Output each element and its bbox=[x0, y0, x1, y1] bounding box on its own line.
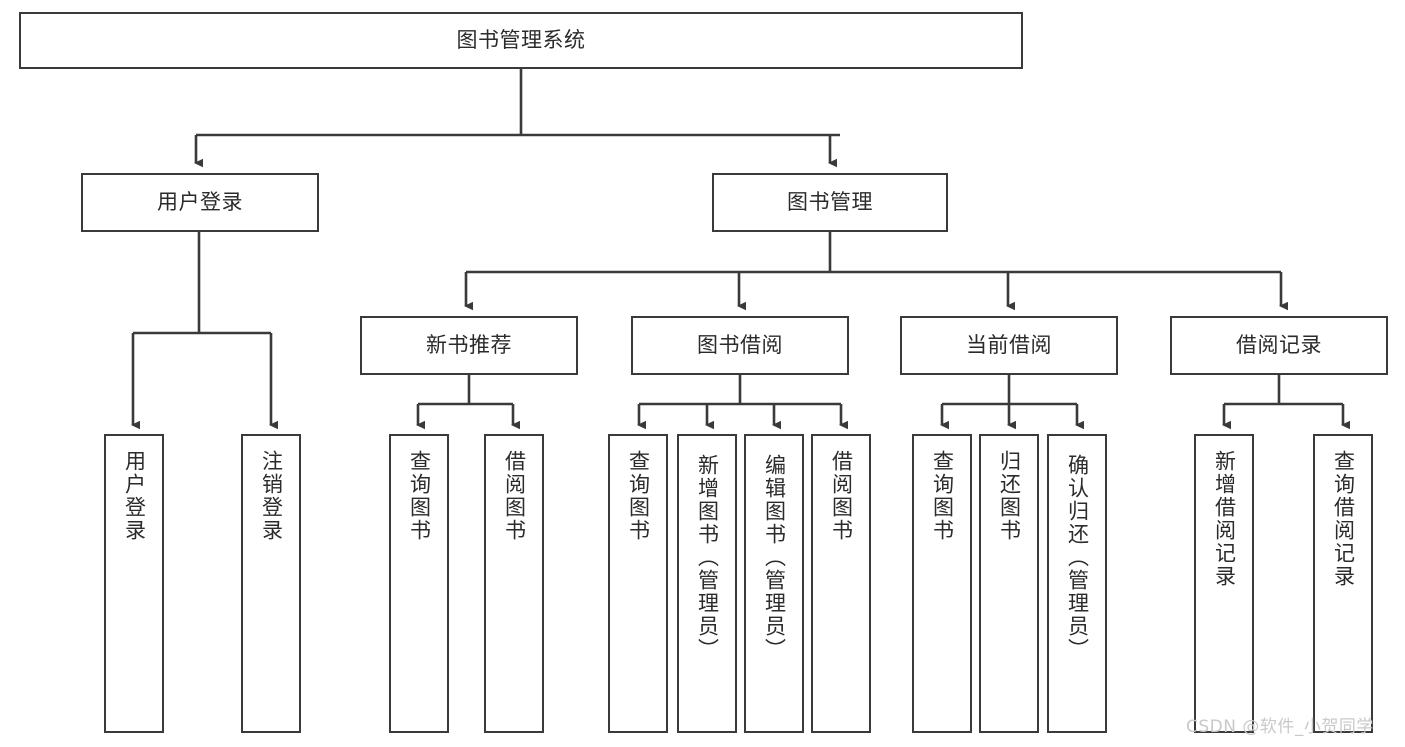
node-label: 用户登录 bbox=[122, 450, 147, 542]
leaf-confirm-return-admin[interactable]: 确认归还（管理员） bbox=[1047, 434, 1107, 733]
leaf-user-logout[interactable]: 注销登录 bbox=[241, 434, 301, 733]
leaf-query-book-current[interactable]: 查询图书 bbox=[912, 434, 972, 733]
leaf-add-book-admin[interactable]: 新增图书（管理员） bbox=[677, 434, 737, 733]
leaf-borrow-book-new[interactable]: 借阅图书 bbox=[484, 434, 544, 733]
leaf-edit-book-admin[interactable]: 编辑图书（管理员） bbox=[744, 434, 804, 733]
node-label: 查询图书 bbox=[407, 450, 432, 542]
watermark: CSDN @软件_小贺同学 bbox=[1186, 717, 1374, 737]
node-label: 编辑图书（管理员） bbox=[762, 454, 787, 661]
node-label: 借阅图书 bbox=[829, 450, 854, 542]
node-label: 借阅图书 bbox=[502, 450, 527, 542]
node-label: 查询图书 bbox=[930, 450, 955, 542]
node-new-book-recommend[interactable]: 新书推荐 bbox=[360, 316, 578, 375]
node-label: 注销登录 bbox=[259, 450, 284, 542]
node-root[interactable]: 图书管理系统 bbox=[19, 12, 1023, 69]
node-label: 当前借阅 bbox=[966, 333, 1052, 358]
leaf-query-book-borrow[interactable]: 查询图书 bbox=[608, 434, 668, 733]
node-label: 查询图书 bbox=[626, 450, 651, 542]
node-label: 新增图书（管理员） bbox=[695, 454, 720, 661]
leaf-query-borrow-record[interactable]: 查询借阅记录 bbox=[1313, 434, 1373, 733]
node-label: 新增借阅记录 bbox=[1212, 450, 1237, 588]
node-current-borrow[interactable]: 当前借阅 bbox=[900, 316, 1118, 375]
node-label: 借阅记录 bbox=[1236, 333, 1322, 358]
leaf-add-borrow-record[interactable]: 新增借阅记录 bbox=[1194, 434, 1254, 733]
node-borrow-record[interactable]: 借阅记录 bbox=[1170, 316, 1388, 375]
node-label: 图书管理 bbox=[787, 190, 873, 215]
node-label: 查询借阅记录 bbox=[1331, 450, 1356, 588]
node-label: 新书推荐 bbox=[426, 333, 512, 358]
node-label: 归还图书 bbox=[997, 450, 1022, 542]
node-label: 确认归还（管理员） bbox=[1065, 454, 1090, 661]
node-book-management[interactable]: 图书管理 bbox=[712, 173, 948, 232]
node-label: 用户登录 bbox=[157, 190, 243, 215]
node-user-login[interactable]: 用户登录 bbox=[81, 173, 319, 232]
leaf-query-book-new[interactable]: 查询图书 bbox=[389, 434, 449, 733]
node-book-borrow[interactable]: 图书借阅 bbox=[631, 316, 849, 375]
leaf-borrow-book[interactable]: 借阅图书 bbox=[811, 434, 871, 733]
leaf-return-book[interactable]: 归还图书 bbox=[979, 434, 1039, 733]
leaf-user-login[interactable]: 用户登录 bbox=[104, 434, 164, 733]
node-label: 图书借阅 bbox=[697, 333, 783, 358]
node-label: 图书管理系统 bbox=[456, 28, 586, 53]
